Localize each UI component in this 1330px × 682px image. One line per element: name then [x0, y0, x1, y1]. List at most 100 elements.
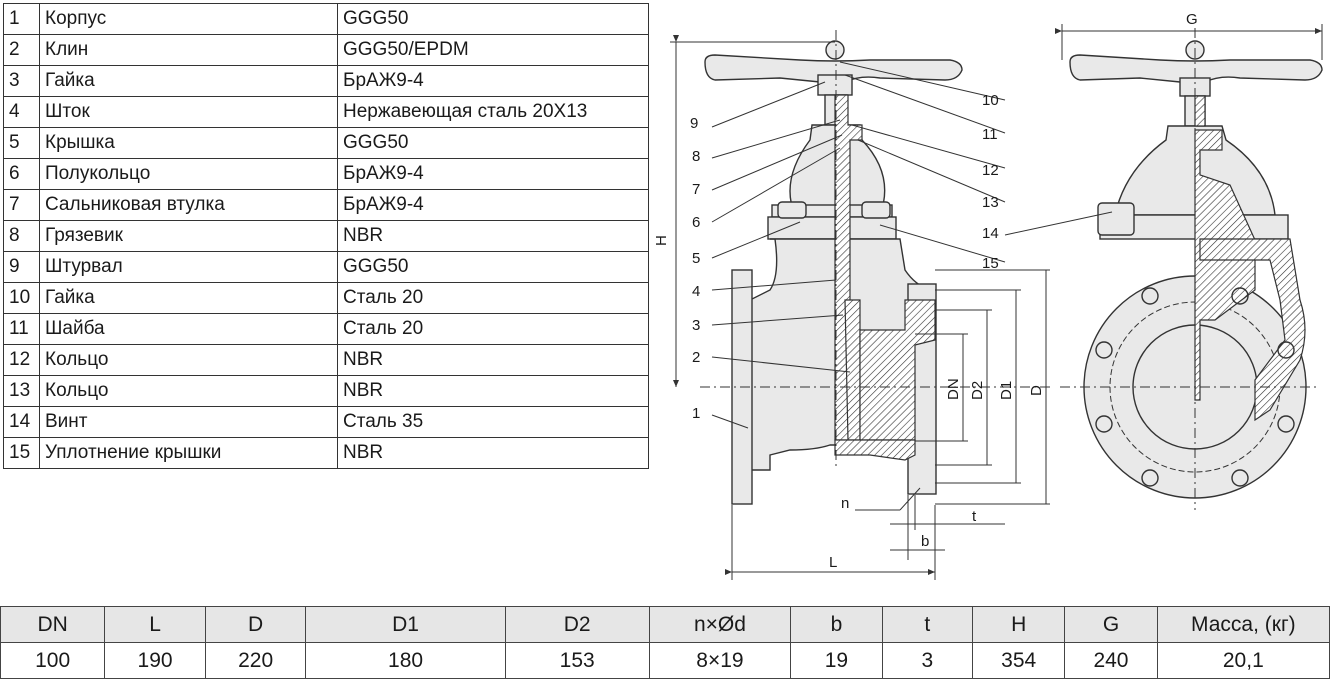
part-name: Крышка — [39, 127, 338, 159]
dimensions-value-cell: 354 — [972, 642, 1066, 679]
dimensions-value-cell: 153 — [504, 642, 650, 679]
part-material: NBR — [337, 375, 649, 407]
dim-label-t: t — [972, 508, 977, 525]
part-name: Гайка — [39, 282, 338, 314]
dimensions-header-cell: D2 — [504, 606, 650, 643]
dimensions-value-cell: 8×19 — [648, 642, 792, 679]
dimensions-header-cell: n×Ød — [648, 606, 792, 643]
part-name: Клин — [39, 34, 338, 66]
dimensions-header-cell: DN — [0, 606, 106, 643]
part-material: GGG50/EPDM — [337, 34, 649, 66]
part-number: 13 — [3, 375, 40, 407]
dimensions-value-cell: 3 — [881, 642, 974, 679]
part-number: 12 — [3, 344, 40, 376]
dim-label-d: D — [1028, 385, 1045, 396]
callout-1: 1 — [692, 405, 700, 422]
part-name: Сальниковая втулка — [39, 189, 338, 221]
dim-label-h: H — [655, 235, 670, 246]
dim-label-dn: DN — [945, 378, 962, 400]
part-number: 9 — [3, 251, 40, 283]
dimensions-value-cell: 180 — [305, 642, 506, 679]
callout-15: 15 — [982, 255, 999, 272]
callout-5: 5 — [692, 250, 700, 267]
dimensions-header-cell: b — [790, 606, 883, 643]
dimensions-header-cell: D1 — [305, 606, 506, 643]
part-name: Штурвал — [39, 251, 338, 283]
valve-drawing: 9 8 7 6 5 4 3 2 1 10 11 12 13 14 15 H DN… — [655, 11, 1323, 580]
dimensions-header-cell: G — [1064, 606, 1158, 643]
dim-label-d1: D1 — [998, 381, 1015, 400]
callout-3: 3 — [692, 317, 700, 334]
part-material: Сталь 35 — [337, 406, 649, 438]
side-view — [670, 30, 1050, 580]
dim-label-n: n — [841, 495, 849, 512]
callout-6: 6 — [692, 214, 700, 231]
dimensions-value-cell: 20,1 — [1156, 642, 1330, 679]
part-number: 14 — [3, 406, 40, 438]
part-name: Кольцо — [39, 344, 338, 376]
part-material: Нержавеющая сталь 20Х13 — [337, 96, 649, 128]
part-material: БрАЖ9-4 — [337, 65, 649, 97]
dim-label-l: L — [829, 554, 837, 571]
part-number: 1 — [3, 3, 40, 35]
part-material: GGG50 — [337, 127, 649, 159]
part-material: NBR — [337, 344, 649, 376]
dimensions-header-cell: D — [204, 606, 307, 643]
dimensions-value-cell: 240 — [1064, 642, 1158, 679]
part-name: Уплотнение крышки — [39, 437, 338, 469]
part-name: Кольцо — [39, 375, 338, 407]
part-material: Сталь 20 — [337, 313, 649, 345]
part-number: 15 — [3, 437, 40, 469]
callout-7: 7 — [692, 181, 700, 198]
callout-11: 11 — [982, 126, 998, 143]
part-material: БрАЖ9-4 — [337, 189, 649, 221]
part-number: 2 — [3, 34, 40, 66]
part-number: 11 — [3, 313, 40, 345]
dimensions-header-cell: Масса, (кг) — [1156, 606, 1330, 643]
part-name: Шайба — [39, 313, 338, 345]
dimensions-header-cell: t — [881, 606, 974, 643]
dimensions-value-cell: 19 — [790, 642, 883, 679]
dim-label-d2: D2 — [969, 381, 986, 400]
callout-10: 10 — [982, 92, 999, 109]
part-number: 5 — [3, 127, 40, 159]
dimensions-header-cell: L — [104, 606, 206, 643]
part-name: Полукольцо — [39, 158, 338, 190]
part-name: Гайка — [39, 65, 338, 97]
dim-label-g: G — [1186, 11, 1198, 28]
part-material: GGG50 — [337, 3, 649, 35]
dimensions-value-cell: 190 — [104, 642, 206, 679]
callout-13: 13 — [982, 194, 999, 211]
part-number: 10 — [3, 282, 40, 314]
front-view — [1004, 24, 1323, 510]
callout-12: 12 — [982, 162, 999, 179]
part-number: 8 — [3, 220, 40, 252]
part-name: Шток — [39, 96, 338, 128]
part-material: NBR — [337, 437, 649, 469]
part-number: 3 — [3, 65, 40, 97]
callout-2: 2 — [692, 349, 700, 366]
dimensions-value-cell: 100 — [0, 642, 106, 679]
callout-14: 14 — [982, 225, 999, 242]
part-number: 7 — [3, 189, 40, 221]
part-number: 4 — [3, 96, 40, 128]
part-material: Сталь 20 — [337, 282, 649, 314]
dimensions-header-cell: H — [972, 606, 1066, 643]
dimensions-value-cell: 220 — [204, 642, 307, 679]
part-name: Грязевик — [39, 220, 338, 252]
